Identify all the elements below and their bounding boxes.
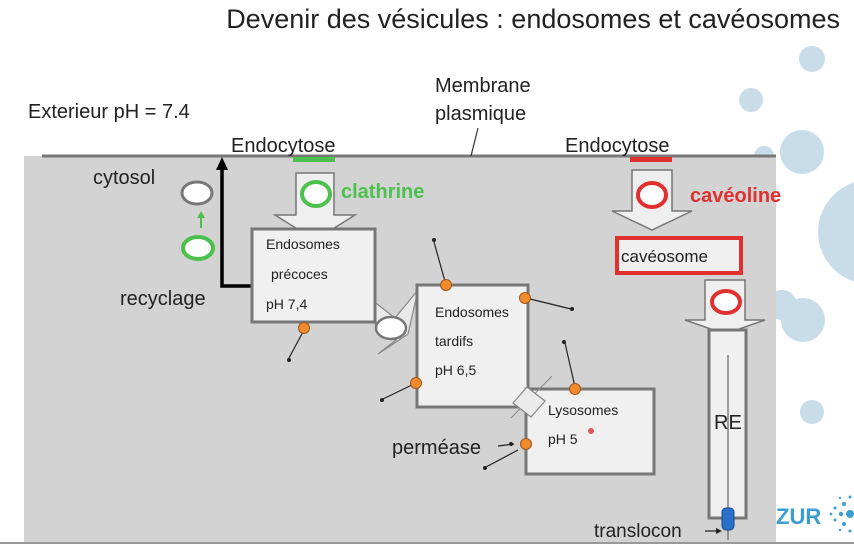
lysosome-line1: Lysosomes	[548, 402, 618, 418]
clathrin-vesicle	[300, 180, 332, 208]
clathrine-label: clathrine	[341, 181, 424, 203]
membrane-label-line1: Membrane	[435, 75, 531, 97]
late-endosome-box	[415, 283, 530, 409]
pumps	[287, 238, 581, 470]
pump-early-bottom	[287, 322, 310, 362]
recycled-vesicle	[180, 180, 214, 206]
decor-circle	[781, 298, 825, 342]
transfer-vesicle	[374, 315, 408, 341]
lysosome-line2: pH 5	[548, 431, 578, 447]
decor-circle	[800, 400, 824, 424]
slide-title: Devenir des vésicules : endosomes et cav…	[226, 4, 840, 34]
recycling-arrowhead	[216, 157, 228, 170]
pump-late-right	[519, 292, 574, 311]
coated-vesicle-recycling	[181, 235, 215, 261]
recycling-arrow	[220, 166, 252, 288]
translocon-label: translocon	[594, 521, 682, 542]
late-endosome-line2: tardifs	[435, 333, 473, 349]
endocytose-left-label: Endocytose	[231, 135, 336, 157]
cursor-pointer-dot	[588, 428, 594, 434]
decor-circle	[739, 88, 763, 112]
clathrin-coat-bar	[293, 157, 335, 162]
late-endosome-line3: pH 6,5	[435, 362, 476, 378]
early-endosome-line2: précoces	[271, 266, 328, 282]
membrane-label-line2: plasmique	[435, 103, 526, 125]
membrane-pointer-line	[470, 127, 479, 157]
caveosome-label: cavéosome	[621, 247, 708, 266]
pump-lysosome-top	[562, 340, 581, 395]
permease-pointer-dot	[509, 442, 513, 446]
decor-circle	[780, 130, 824, 174]
logo-dots-icon	[829, 495, 854, 533]
endocytose-right-label: Endocytose	[565, 135, 670, 157]
translocon-channel	[721, 507, 735, 531]
logo-text: ZUR	[776, 504, 821, 529]
late-endosome-line1: Endosomes	[435, 304, 509, 320]
fusion-connector	[512, 386, 546, 418]
pump-late-left	[380, 377, 422, 402]
early-endosome-box	[250, 227, 377, 324]
pump-lysosome-left	[483, 438, 532, 470]
caveolin-vesicle	[636, 181, 668, 209]
decorative-circles	[739, 46, 854, 424]
permease-label: perméase	[392, 437, 481, 459]
recycle-green-arrowhead	[197, 211, 205, 218]
early-endosome-line3: pH 7,4	[266, 296, 307, 312]
translocon-pointer-head	[716, 528, 722, 534]
caveoline-label: cavéoline	[690, 185, 781, 207]
caveosome-vesicle	[710, 289, 742, 315]
decor-circle	[799, 46, 825, 72]
cytosol-label: cytosol	[93, 167, 155, 189]
re-label: RE	[714, 412, 742, 434]
decor-circle	[818, 182, 854, 282]
caveolin-coat-bar	[630, 157, 672, 162]
caveosome-box	[615, 236, 743, 275]
pump-late-top	[432, 238, 452, 291]
exterieur-label: Exterieur pH = 7.4	[28, 101, 190, 123]
early-endosome-line1: Endosomes	[266, 236, 340, 252]
recyclage-label: recyclage	[120, 288, 206, 310]
